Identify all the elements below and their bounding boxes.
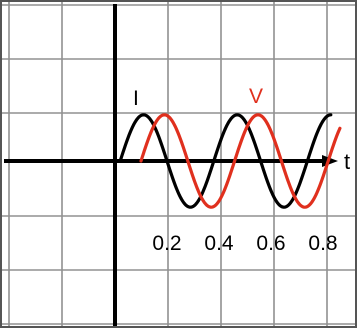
series-line-v bbox=[139, 113, 342, 209]
x-tick-label: 0.6 bbox=[256, 232, 285, 255]
series-line-i bbox=[118, 113, 333, 209]
series-label-voltage: V bbox=[249, 85, 263, 108]
x-axis-label: t bbox=[344, 149, 350, 174]
axes bbox=[4, 4, 338, 326]
x-tick-label: 0.8 bbox=[308, 232, 337, 255]
series-label-current: I bbox=[133, 87, 139, 110]
x-tick-label: 0.4 bbox=[204, 232, 234, 255]
labels-group: t 0.2 0.4 0.6 0.8 I V bbox=[133, 85, 350, 255]
x-tick-label: 0.2 bbox=[152, 232, 181, 255]
series-group bbox=[118, 113, 342, 209]
